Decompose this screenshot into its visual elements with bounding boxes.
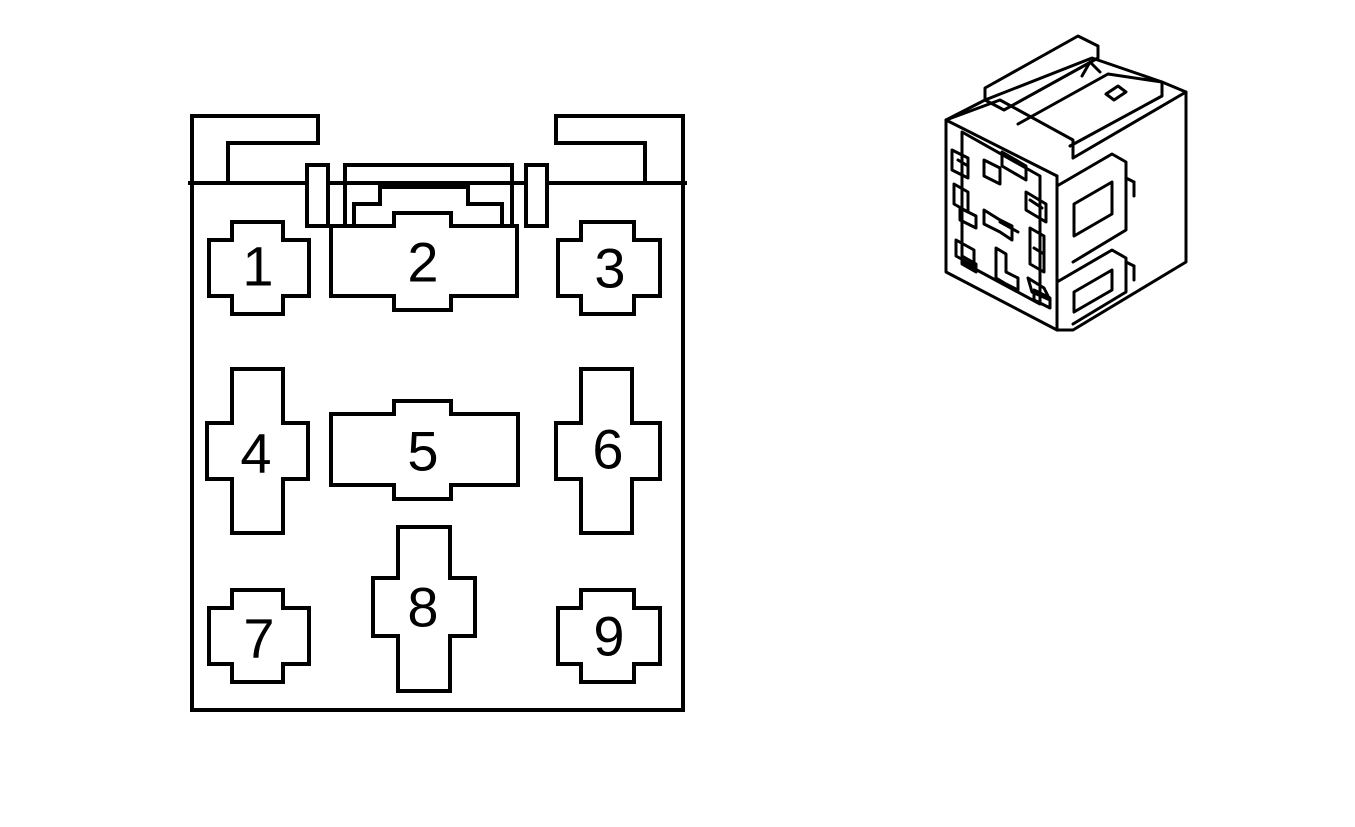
pin-cavity-8 — [371, 525, 477, 693]
pin-cavity-6 — [554, 367, 662, 535]
pin-cavity-9 — [556, 588, 662, 684]
iso-top-rail-2 — [1016, 72, 1164, 148]
pin-label-6: 6 — [592, 418, 623, 481]
pin-cavity-3 — [556, 220, 662, 316]
pin-cavity-5 — [329, 399, 520, 501]
pin-label-8: 8 — [407, 576, 438, 639]
pin-cavity-7 — [207, 588, 311, 684]
iso-cavity-details — [950, 148, 1052, 310]
pin-cavity-1 — [207, 220, 311, 316]
pin-label-3: 3 — [594, 237, 625, 300]
left-lock-tab — [305, 163, 330, 228]
pin-label-9: 9 — [593, 605, 624, 668]
iso-side-rib-lower — [1055, 248, 1128, 326]
pin-label-2: 2 — [407, 231, 438, 294]
iso-front-top-edge — [944, 98, 1075, 160]
pin-label-7: 7 — [243, 607, 274, 670]
pin-label-4: 4 — [240, 422, 271, 485]
iso-latch-top-2 — [1104, 84, 1128, 102]
iso-side-rib-upper — [1055, 152, 1128, 264]
pin-cavity-2 — [329, 211, 519, 312]
connector-body-outline — [190, 114, 685, 712]
pin-cavity-4 — [205, 367, 310, 535]
connector-isometric-view — [944, 34, 1188, 332]
center-key-inner — [352, 185, 504, 228]
iso-side-window-upper — [1072, 180, 1114, 238]
iso-side-window-lower — [1072, 268, 1114, 314]
iso-top-rail — [983, 34, 1100, 112]
right-latch — [554, 114, 685, 185]
iso-top-face — [944, 56, 1188, 122]
left-latch — [190, 114, 320, 185]
iso-side-face — [1055, 90, 1188, 332]
iso-latch-top — [1080, 60, 1102, 78]
pin-label-5: 5 — [407, 420, 438, 483]
pin-label-1: 1 — [242, 235, 273, 298]
center-key-outer — [343, 163, 514, 228]
connector-face: 1 2 3 4 5 6 7 8 9 — [188, 114, 687, 712]
right-lock-tab — [524, 163, 549, 228]
